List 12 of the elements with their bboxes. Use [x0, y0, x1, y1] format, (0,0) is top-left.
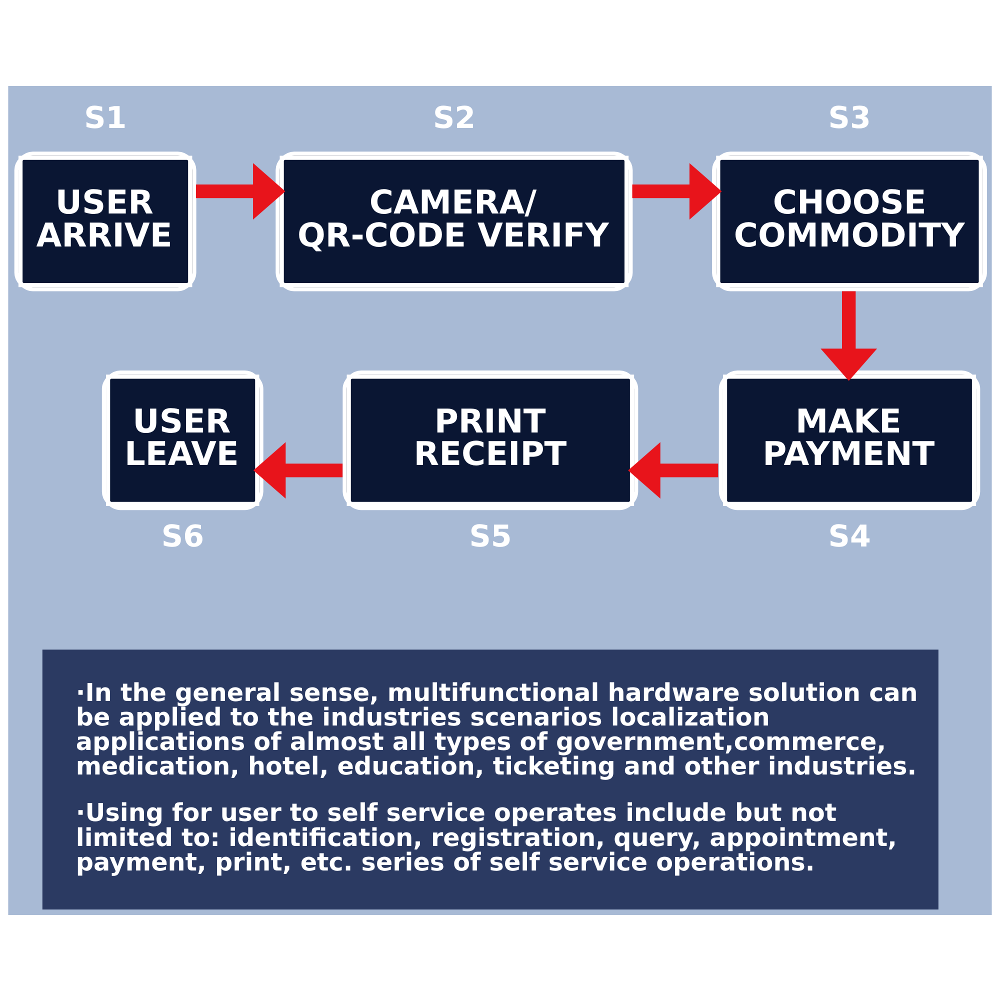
- node-label: S6: [161, 518, 204, 554]
- node-box: ·In the general sense, multifunctional hardware solution can be applied to the industries scenarios localization applications of almost all types of government,commerce, medication, hotel, education, ticketing and other industries. ·Using for user to self service operates include but not limited to: identification, registration, query, appointment, payment, print, etc. series of self service operations.: [42, 649, 938, 910]
- arrow: [632, 162, 722, 220]
- arrow: [196, 162, 286, 220]
- node-label: S5: [469, 518, 512, 554]
- node-label: S4: [828, 518, 871, 554]
- node-label: S3: [828, 100, 871, 136]
- arrow: [820, 290, 878, 380]
- arrow: [253, 442, 343, 498]
- node-label: S2: [432, 100, 476, 136]
- node-label: S1: [84, 100, 127, 136]
- arrow: [628, 442, 718, 498]
